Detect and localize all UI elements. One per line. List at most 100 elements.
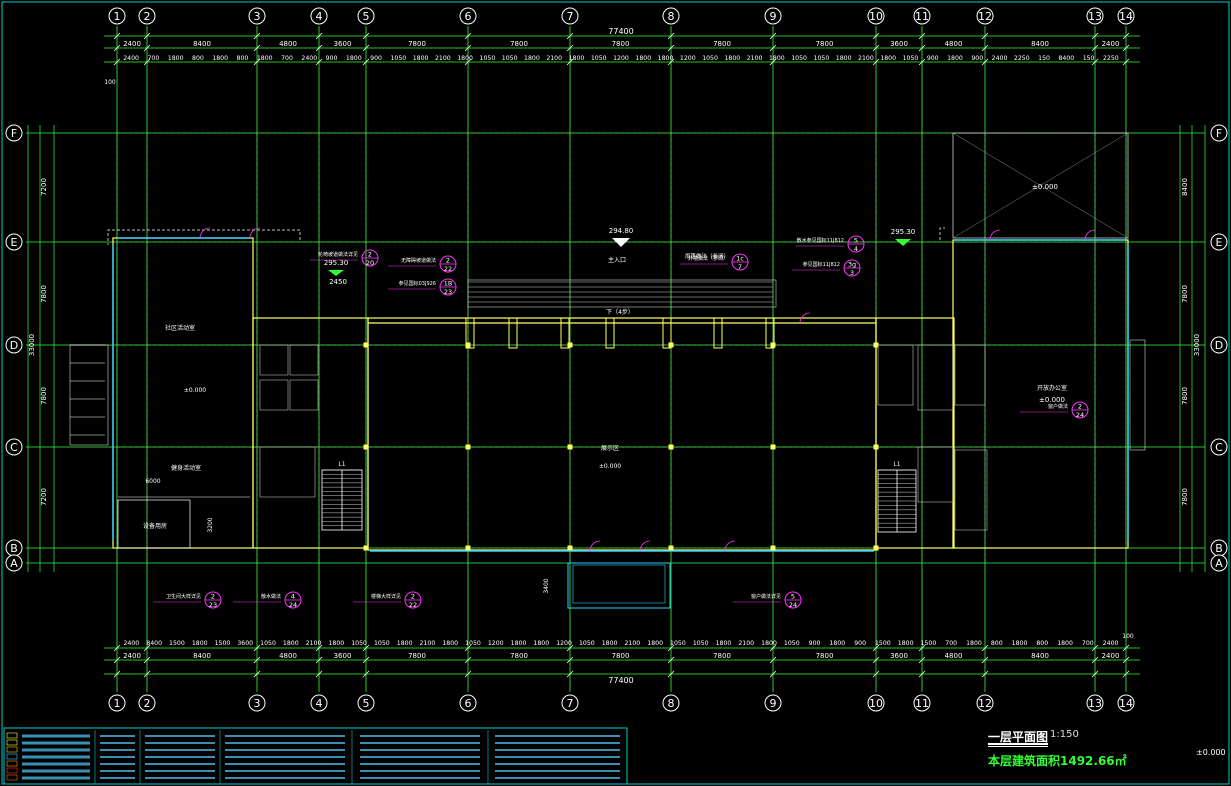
axis-bubble-label: D — [1215, 339, 1223, 352]
dim-fine-top: 1800 — [769, 55, 785, 62]
axis-bubble-10 — [867, 694, 885, 712]
legend-frame — [3, 727, 628, 785]
axis-bubble-7 — [561, 694, 579, 712]
dim-tick — [872, 44, 880, 52]
column — [465, 444, 471, 450]
callout-den: 3 — [850, 269, 854, 277]
dim-tick — [918, 656, 926, 664]
dim-tick — [253, 44, 261, 52]
axis-bubble-label: A — [10, 557, 18, 570]
column — [668, 342, 674, 348]
dim-fine-bottom: 2400 — [124, 640, 140, 647]
floor-area-note: 本层建筑面积1492.66㎡ — [988, 754, 1127, 768]
dim-tick — [566, 670, 574, 678]
axis-bubble-label: F — [11, 127, 17, 140]
axis-bubble-13 — [1086, 7, 1104, 25]
dim-tick — [464, 644, 472, 652]
dim-fine-bottom: 2100 — [738, 640, 754, 647]
axis-bubble-label: 3 — [254, 10, 261, 23]
callout-num: 2 — [368, 251, 372, 259]
callout-den: 4 — [854, 245, 858, 253]
axis-bubble-label: C — [1215, 441, 1223, 454]
dim-value: 7800 — [408, 652, 426, 660]
axis-bubble-7 — [561, 7, 579, 25]
dim-fine-top: 1050 — [591, 55, 607, 62]
room-partition — [877, 344, 914, 406]
dim-tick — [1122, 656, 1130, 664]
axis-bubble-label: 7 — [567, 697, 574, 710]
column — [363, 545, 369, 551]
dim-right-overall: 33000 — [1193, 334, 1201, 356]
legend-swatch — [6, 760, 18, 767]
door-swing — [799, 312, 811, 324]
axis-bubble-label: 7 — [567, 10, 574, 23]
dim-left-bay: 7800 — [40, 387, 48, 405]
dim-tick — [981, 644, 989, 652]
column — [770, 545, 776, 551]
dim-value: 2400 — [1102, 40, 1120, 48]
title-underline — [988, 743, 1048, 745]
dim-value: 7800 — [816, 40, 834, 48]
dim-tick — [143, 58, 151, 66]
dim-tick — [113, 644, 121, 652]
dim-fine-top: 2250 — [1103, 55, 1119, 62]
column-pier — [713, 317, 723, 349]
callout-text: 外墙做法（参阅） — [688, 255, 728, 262]
dim-fine-top: 1800 — [457, 55, 473, 62]
callout-num: 2 — [211, 593, 215, 601]
axis-bubble-label: 5 — [363, 10, 370, 23]
label-east-top-elev: ±0.000 — [1032, 183, 1058, 191]
dim-fine-top: 900 — [326, 55, 338, 62]
dim-fine-top: 2100 — [747, 55, 763, 62]
axis-bubble-6 — [459, 7, 477, 25]
dim-tick — [769, 644, 777, 652]
dim-value: 7800 — [612, 652, 630, 660]
dim-tick — [1091, 670, 1099, 678]
callout-den: 24 — [1076, 411, 1084, 419]
label-west-hall-elev: ±0.000 — [184, 387, 206, 394]
dim-tick — [113, 656, 121, 664]
dim-fine-top: 1800 — [836, 55, 852, 62]
axis-bubble-4 — [310, 694, 328, 712]
dim-fine-bottom: 1500 — [215, 640, 231, 647]
title-block: 一层平面图 1:150 本层建筑面积1492.66㎡ — [988, 728, 1223, 778]
dim-tick — [253, 32, 261, 40]
dim-fine-top: 1050 — [502, 55, 518, 62]
axis-bubble-label: E — [11, 236, 18, 249]
dim-tick — [253, 670, 261, 678]
axis-bubble-label: 8 — [668, 697, 675, 710]
dim-tick — [769, 670, 777, 678]
door-swing — [989, 229, 1001, 241]
legend-swatch — [6, 746, 18, 753]
east-canopy — [952, 132, 1129, 239]
axis-bubble-13 — [1086, 694, 1104, 712]
dim-value: 7800 — [713, 652, 731, 660]
label-west-hall: 社区活动室 — [165, 324, 195, 332]
dim-fine-bottom: 1800 — [898, 640, 914, 647]
label-stair-e: L1 — [893, 461, 900, 468]
dim-tick — [566, 58, 574, 66]
callout-den: 22 — [409, 601, 417, 609]
title-underline-thin — [988, 746, 1048, 747]
column-pier — [765, 317, 775, 349]
callout-num: 1B — [444, 280, 453, 288]
axis-bubble-label: 9 — [770, 10, 777, 23]
dim-tick — [143, 32, 151, 40]
dim-value: 8400 — [193, 40, 211, 48]
column — [770, 342, 776, 348]
dim-fine-bottom: 800 — [1036, 640, 1048, 647]
callout-text: 无障碍坡道做法 — [401, 257, 436, 264]
dim-tick — [981, 44, 989, 52]
axis-bubble-label: 13 — [1088, 697, 1102, 710]
dim-tick — [362, 44, 370, 52]
door-swing — [724, 540, 736, 552]
dim-fine-top: 1800 — [658, 55, 674, 62]
dim-value: 2400 — [1102, 652, 1120, 660]
canopy-diag — [952, 132, 1129, 239]
dim-tick — [566, 44, 574, 52]
legend-swatch — [6, 767, 18, 774]
dim-fine-bottom: 1200 — [488, 640, 504, 647]
dim-value: 8400 — [1031, 652, 1049, 660]
axis-bubble-label: B — [10, 542, 18, 555]
room-partition — [917, 344, 954, 411]
